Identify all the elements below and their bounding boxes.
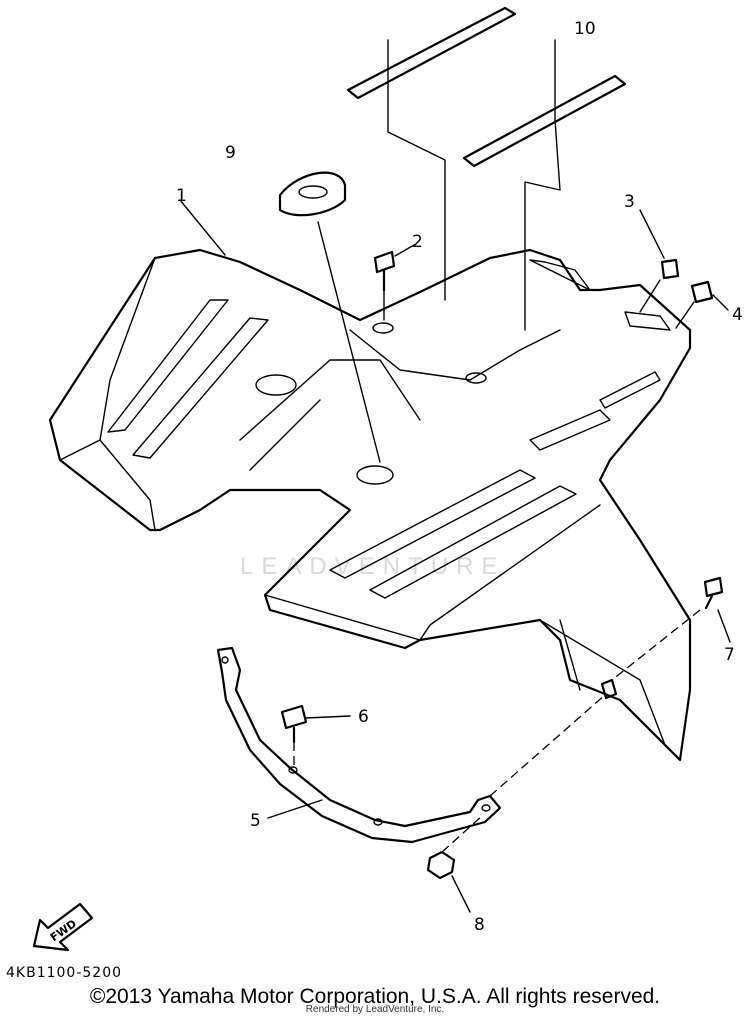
part-8-nut[interactable]	[426, 815, 483, 913]
part-10-seal-strips[interactable]	[346, 6, 627, 331]
callout-5[interactable]: 5	[250, 811, 261, 831]
callout-6[interactable]: 6	[358, 707, 369, 727]
callout-3[interactable]: 3	[624, 192, 635, 212]
part-6-bolt[interactable]	[280, 704, 351, 770]
callout-2[interactable]: 2	[412, 232, 423, 252]
callout-10[interactable]: 10	[574, 19, 596, 39]
callout-9[interactable]: 9	[225, 143, 236, 163]
callout-7[interactable]: 7	[724, 645, 735, 665]
part-9-cap[interactable]	[278, 171, 381, 463]
copyright-notice: ©2013 Yamaha Motor Corporation, U.S.A. A…	[89, 985, 661, 1008]
watermark-text: LEADVENTURE	[240, 553, 506, 580]
part-3-bolt[interactable]	[639, 209, 680, 313]
leader-1	[179, 199, 226, 256]
part-5-bracket[interactable]	[216, 646, 618, 844]
callout-1[interactable]: 1	[176, 186, 187, 206]
diagram-part-code: 4KB1100-5200	[6, 965, 123, 981]
part-7-screw[interactable]	[611, 576, 731, 681]
part-2-screw[interactable]	[373, 244, 415, 321]
part-1-front-fender[interactable]	[48, 248, 692, 762]
part-4-bolt[interactable]	[675, 280, 729, 329]
callout-8[interactable]: 8	[474, 915, 485, 935]
fwd-direction-arrow	[32, 902, 94, 952]
rendered-by-credit: Rendered by LeadVenture, Inc.	[305, 1004, 445, 1015]
callout-4[interactable]: 4	[732, 305, 743, 325]
